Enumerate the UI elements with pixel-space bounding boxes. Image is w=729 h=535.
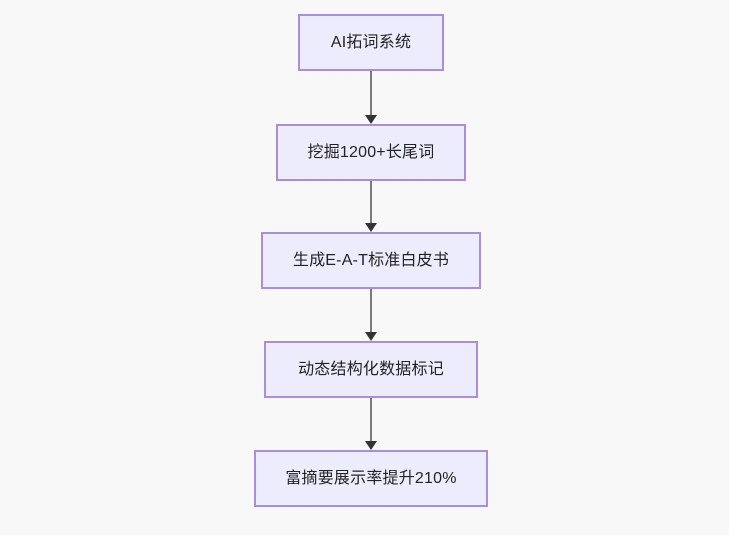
edge-line [370, 398, 372, 442]
flow-node-ai-keyword-system[interactable]: AI拓词系统 [298, 14, 444, 71]
flow-node-generate-eat-whitepaper[interactable]: 生成E-A-T标准白皮书 [261, 232, 481, 289]
arrowhead-icon [365, 223, 377, 232]
flow-node-dynamic-structured-data-markup[interactable]: 动态结构化数据标记 [264, 341, 478, 398]
arrowhead-icon [365, 115, 377, 124]
arrowhead-icon [365, 332, 377, 341]
flow-node-mine-longtail-keywords[interactable]: 挖掘1200+长尾词 [276, 124, 466, 181]
edge-line [370, 71, 372, 116]
edge-line [370, 181, 372, 224]
flow-node-rich-snippet-rate-increase[interactable]: 富摘要展示率提升210% [254, 450, 488, 507]
arrowhead-icon [365, 441, 377, 450]
edge-line [370, 289, 372, 333]
